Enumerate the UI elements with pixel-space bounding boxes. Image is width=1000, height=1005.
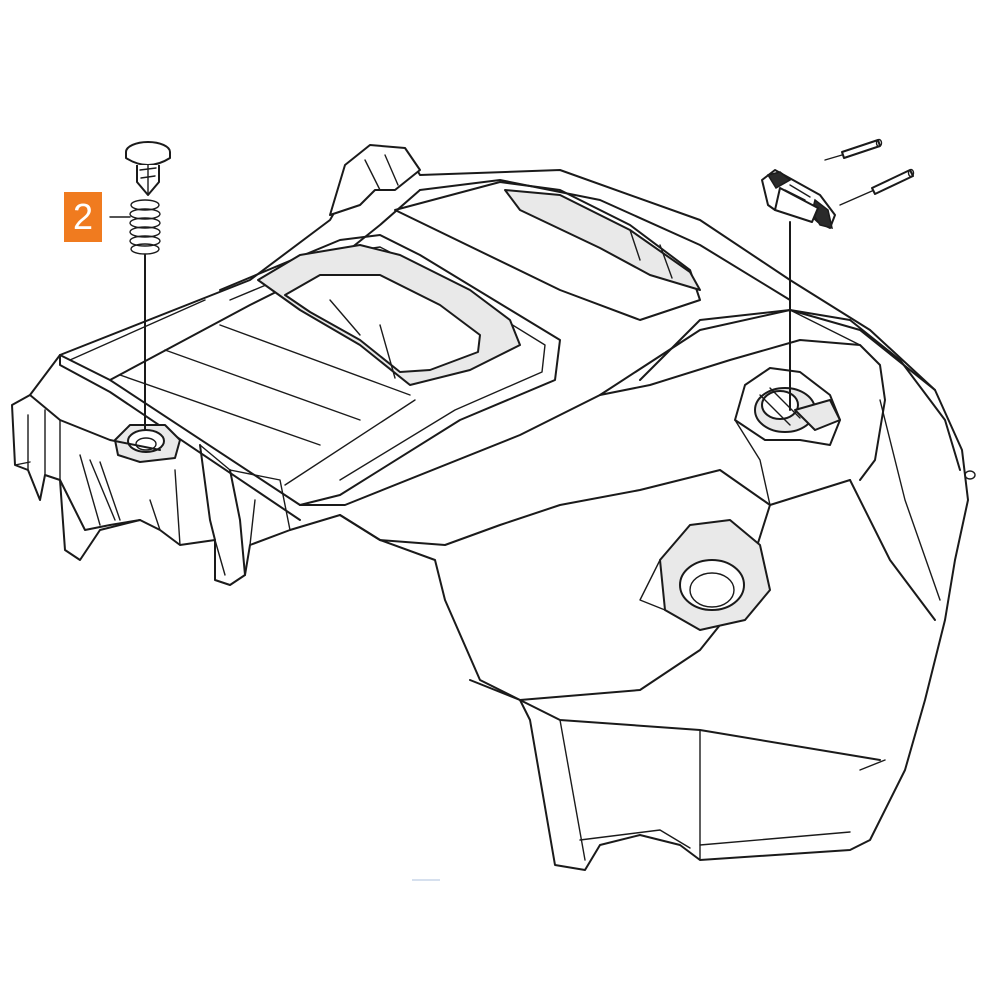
callout-box-2 [64,192,102,242]
handle-bracket-clip [761,169,836,411]
mounting-boss [734,367,841,506]
roll-pin-upper [824,138,883,161]
cover-knob-screw [125,141,171,196]
side-grommet [639,519,771,631]
roll-pin-lower [839,168,915,206]
small-hole [964,470,976,480]
front-screw-hole [114,424,181,463]
callout-label-2: 2 [72,196,94,237]
top-cover-housing [11,144,976,871]
compression-spring [109,199,161,255]
